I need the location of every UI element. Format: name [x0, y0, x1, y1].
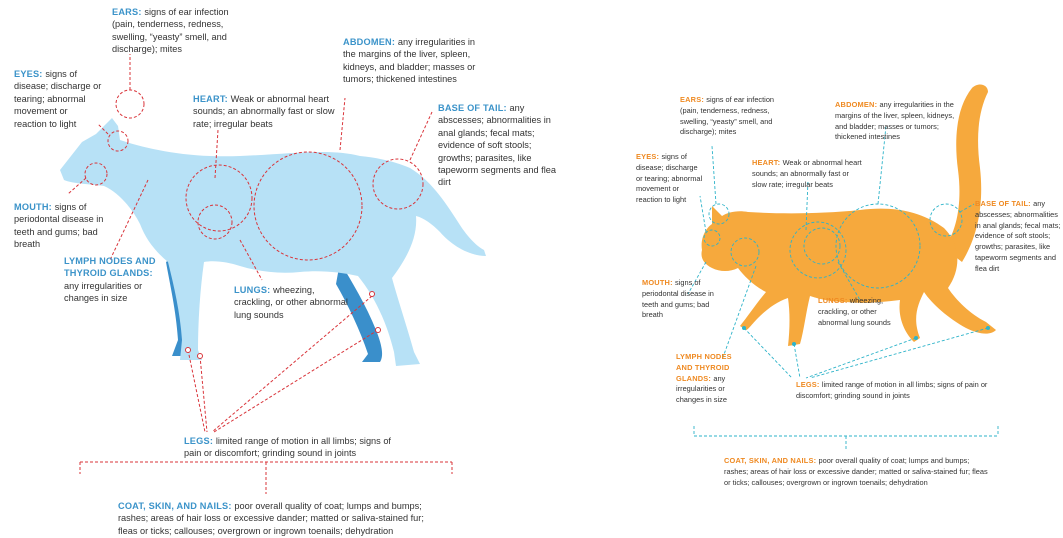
dog-label-lungs: LUNGS: wheezing, crackling, or other abn… [234, 284, 352, 321]
cat-label-eyes: EYES: signs of disease; discharge or tea… [636, 152, 704, 206]
label-title: LEGS: [796, 380, 822, 389]
label-title: ABDOMEN: [835, 100, 880, 109]
label-title: MOUTH: [14, 202, 55, 212]
label-title: EYES: [636, 152, 661, 161]
label-text: any irregularities or changes in size [64, 281, 142, 303]
label-title: MOUTH: [642, 278, 675, 287]
label-text: limited range of motion in all limbs; si… [796, 380, 987, 400]
dog-label-eyes: EYES: signs of disease; discharge or tea… [14, 68, 102, 130]
label-title: HEART: [752, 158, 783, 167]
label-text: any abscesses; abnormalities in anal gla… [438, 103, 556, 187]
dog-label-tail: BASE OF TAIL: any abscesses; abnormaliti… [438, 102, 558, 189]
cat-label-ears: EARS: signs of ear infection (pain, tend… [680, 95, 786, 138]
label-text: limited range of motion in all limbs; si… [184, 436, 391, 458]
label-title: HEART: [193, 94, 231, 104]
label-title: LYMPH NODES AND THYROID GLANDS: [64, 256, 156, 278]
cat-label-coat: COAT, SKIN, AND NAILS: poor overall qual… [724, 456, 990, 488]
label-text: any abscesses; abnormalities in anal gla… [975, 199, 1060, 273]
label-title: EARS: [112, 7, 144, 17]
dog-label-ears: EARS: signs of ear infection (pain, tend… [112, 6, 252, 56]
cat-label-legs: LEGS: limited range of motion in all lim… [796, 380, 990, 402]
dog-label-mouth: MOUTH: signs of periodontal disease in t… [14, 201, 126, 251]
cat-label-heart: HEART: Weak or abnormal heart sounds; an… [752, 158, 862, 190]
label-title: LUNGS: [234, 285, 273, 295]
dog-ear-circle [116, 90, 144, 118]
label-title: LUNGS: [818, 296, 850, 305]
dog-label-lymph: LYMPH NODES AND THYROID GLANDS: any irre… [64, 255, 156, 305]
label-title: LEGS: [184, 436, 216, 446]
label-title: EARS: [680, 95, 706, 104]
cat-label-tail: BASE OF TAIL: any abscesses; abnormaliti… [975, 199, 1061, 275]
cat-label-abdomen: ABDOMEN: any irregularities in the margi… [835, 100, 955, 143]
dog-label-heart: HEART: Weak or abnormal heart sounds; an… [193, 93, 343, 130]
cat-label-lymph: LYMPH NODES AND THYROID GLANDS: any irre… [676, 352, 746, 406]
dog-label-legs: LEGS: limited range of motion in all lim… [184, 435, 404, 460]
dog-label-coat: COAT, SKIN, AND NAILS: poor overall qual… [118, 500, 434, 537]
dog-label-abdomen: ABDOMEN: any irregularities in the margi… [343, 36, 483, 86]
cat-label-mouth: MOUTH: signs of periodontal disease in t… [642, 278, 724, 321]
label-title: BASE OF TAIL: [975, 199, 1033, 208]
cat-label-lungs: LUNGS: wheezing, crackling, or other abn… [818, 296, 904, 328]
label-title: COAT, SKIN, AND NAILS: [118, 501, 234, 511]
label-title: EYES: [14, 69, 45, 79]
label-title: BASE OF TAIL: [438, 103, 510, 113]
label-title: ABDOMEN: [343, 37, 398, 47]
label-title: COAT, SKIN, AND NAILS: [724, 456, 819, 465]
